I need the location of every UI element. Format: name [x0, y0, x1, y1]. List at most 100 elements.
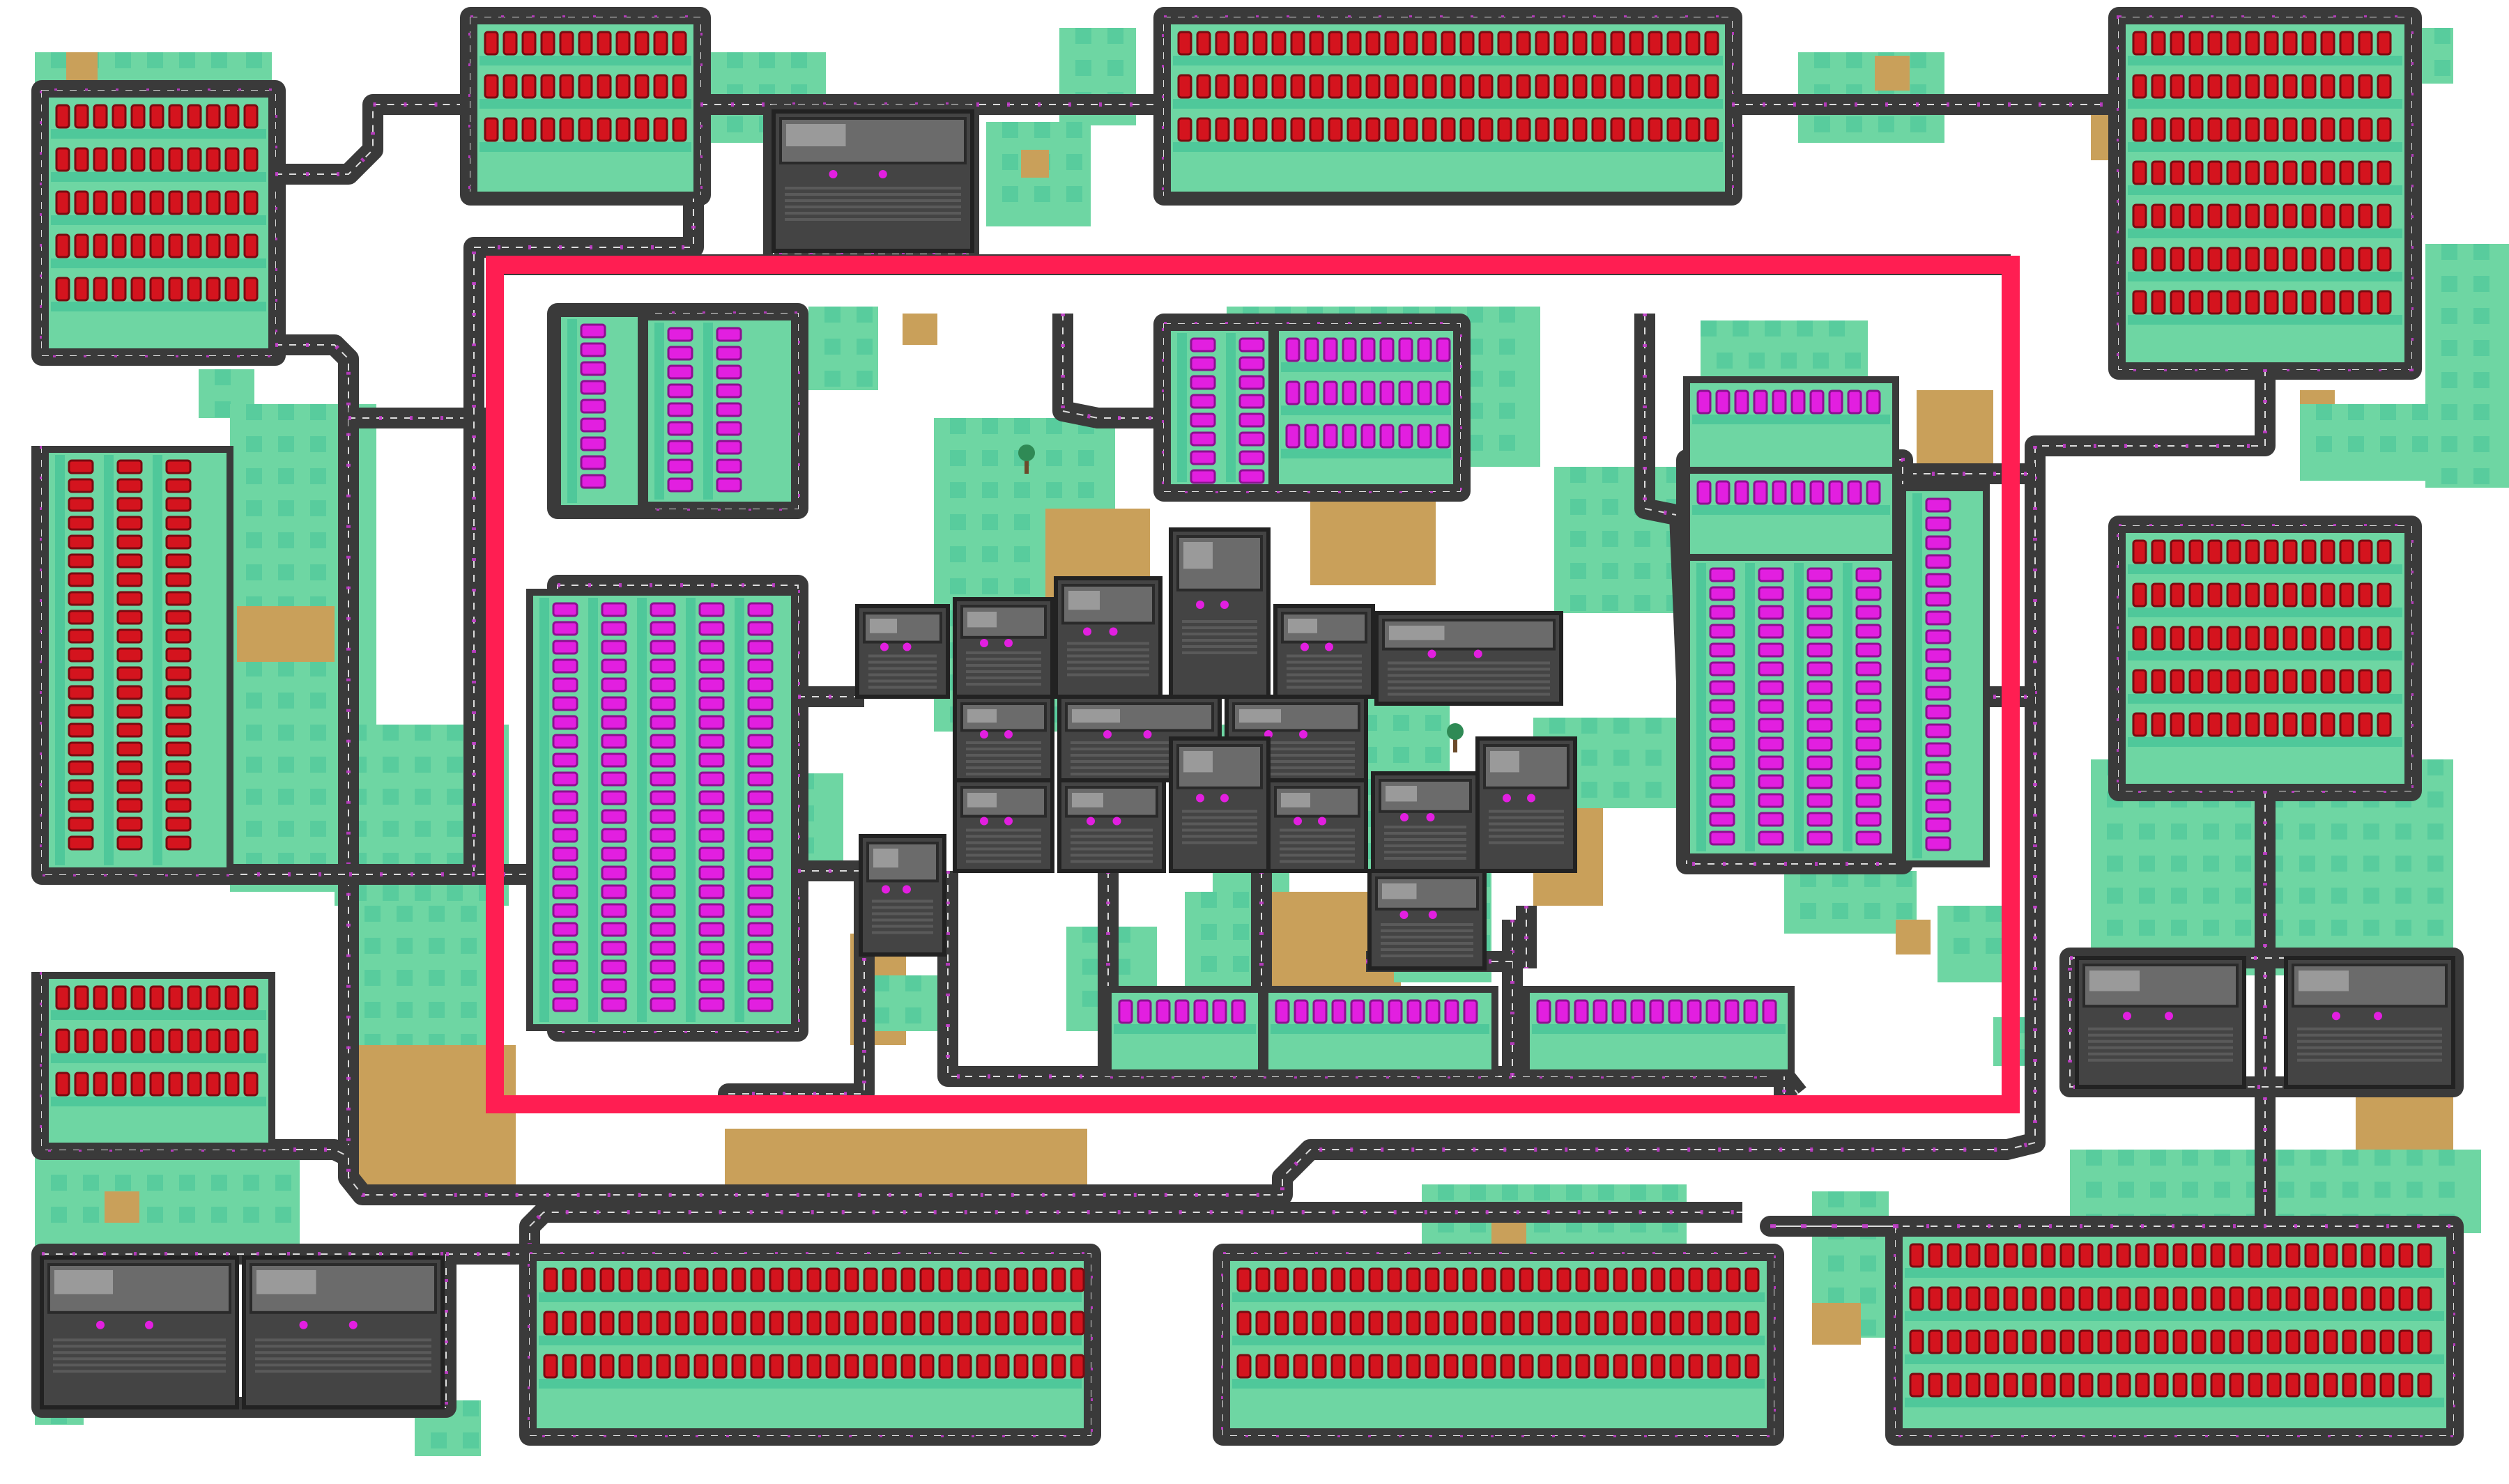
magenta-crop-icon	[1759, 719, 1783, 732]
red-crop-field[interactable]	[2122, 530, 2408, 787]
magenta-crop-field[interactable]	[1108, 989, 1261, 1073]
magenta-crop-field[interactable]	[1687, 380, 1896, 470]
red-crop-icon	[169, 148, 182, 171]
magenta-crop-icon	[700, 697, 723, 710]
grass-tile	[1645, 750, 1662, 766]
magenta-crop-icon	[1138, 1000, 1151, 1023]
red-crop-icon	[620, 1312, 632, 1334]
grass-tile	[1864, 903, 1880, 919]
red-crop-field[interactable]	[474, 21, 697, 195]
magenta-crop-field[interactable]	[558, 314, 641, 509]
factory-machine-icon[interactable]	[1478, 739, 1575, 871]
red-crop-icon	[1687, 118, 1699, 141]
magenta-crop-field[interactable]	[1526, 989, 1791, 1073]
magenta-crop-icon	[553, 773, 577, 785]
grass-tile	[873, 975, 889, 991]
factory-machine-icon[interactable]	[1056, 578, 1160, 697]
red-crop-icon	[1630, 118, 1643, 141]
grass-tile	[1066, 154, 1082, 170]
red-crop-icon	[2152, 713, 2165, 736]
magenta-crop-field[interactable]	[1265, 989, 1495, 1073]
grass-tile	[211, 52, 227, 68]
factory-machine-icon[interactable]	[1171, 739, 1268, 871]
factory-machine-icon[interactable]	[1369, 871, 1484, 968]
factory-machine-icon[interactable]	[42, 1258, 237, 1407]
magenta-crop-icon	[749, 980, 772, 992]
magenta-crop-field[interactable]	[530, 592, 795, 1028]
grass-tile	[246, 468, 262, 484]
grass-tile	[2150, 1150, 2166, 1166]
factory-machine-icon[interactable]	[1376, 613, 1561, 704]
factory-machine-icon[interactable]	[1373, 773, 1478, 871]
magenta-crop-field[interactable]	[1167, 327, 1272, 488]
magenta-crop-icon	[651, 829, 675, 842]
factory-machine-icon[interactable]	[1171, 530, 1268, 697]
factory-machine-icon[interactable]	[1059, 780, 1164, 871]
red-crop-icon	[2287, 1374, 2299, 1396]
magenta-crop-icon	[651, 791, 675, 804]
red-crop-icon	[207, 1073, 220, 1095]
factory-machine-icon[interactable]	[857, 606, 948, 697]
red-crop-icon	[2117, 1244, 2130, 1267]
red-crop-field[interactable]	[45, 975, 272, 1146]
magenta-crop-field[interactable]	[1275, 327, 1457, 488]
factory-machine-icon[interactable]	[2077, 958, 2244, 1087]
grass-tile	[2473, 308, 2489, 324]
grass-tile	[2473, 340, 2489, 356]
magenta-crop-icon	[651, 848, 675, 860]
red-crop-field[interactable]	[1167, 21, 1728, 195]
factory-machine-icon[interactable]	[1275, 606, 1373, 697]
magenta-crop-icon	[1710, 719, 1734, 732]
red-crop-field[interactable]	[45, 449, 230, 871]
factory-machine-icon[interactable]	[1268, 780, 1366, 871]
field-row-strip	[1114, 1024, 1256, 1034]
red-crop-field[interactable]	[533, 1258, 1087, 1432]
red-crop-icon	[2133, 75, 2146, 98]
magenta-crop-icon	[651, 810, 675, 823]
factory-machine-icon[interactable]	[244, 1258, 443, 1407]
red-crop-field[interactable]	[1227, 1258, 1770, 1432]
red-crop-icon	[1351, 1355, 1363, 1377]
red-crop-icon	[2171, 75, 2184, 98]
red-crop-icon	[1501, 1355, 1514, 1377]
grass-tile	[83, 1175, 99, 1191]
red-crop-icon	[1369, 1355, 1382, 1377]
factory-machine-icon[interactable]	[955, 697, 1052, 780]
grass-tile	[278, 500, 294, 516]
red-crop-icon	[2174, 1288, 2186, 1310]
factory-machine-icon[interactable]	[861, 836, 944, 954]
magenta-crop-field[interactable]	[645, 317, 795, 505]
red-crop-icon	[1536, 118, 1549, 141]
machine-vent	[1389, 626, 1445, 640]
factory-machine-icon[interactable]	[955, 780, 1052, 871]
magenta-crop-field[interactable]	[1903, 488, 1986, 864]
red-crop-field[interactable]	[2122, 21, 2408, 366]
red-crop-icon	[2340, 627, 2353, 649]
magenta-crop-icon	[668, 328, 692, 341]
red-crop-icon	[2227, 627, 2240, 649]
red-crop-icon	[1910, 1288, 1923, 1310]
magenta-crop-icon	[602, 773, 626, 785]
red-crop-icon	[1555, 32, 1567, 54]
grass-tile	[246, 436, 262, 452]
factory-machine-icon[interactable]	[2286, 958, 2453, 1087]
red-crop-field[interactable]	[45, 94, 272, 352]
factory-machine-icon[interactable]	[774, 111, 972, 251]
terrain-patch	[1310, 488, 1436, 585]
magenta-crop-field[interactable]	[1687, 470, 1896, 561]
red-crop-icon	[2152, 162, 2165, 184]
magenta-crop-icon	[1437, 339, 1450, 361]
magenta-crop-icon	[668, 479, 692, 491]
magenta-crop-icon	[749, 716, 772, 729]
red-crop-icon	[544, 1269, 557, 1291]
red-crop-field[interactable]	[1899, 1233, 2450, 1432]
magenta-crop-field[interactable]	[1687, 557, 1896, 857]
red-crop-icon	[2265, 584, 2278, 606]
red-crop-icon	[2324, 1374, 2337, 1396]
grass-tile	[1878, 116, 1894, 132]
red-crop-icon	[1257, 1269, 1269, 1291]
red-crop-icon	[1291, 75, 1304, 98]
factory-machine-icon[interactable]	[955, 599, 1052, 697]
magenta-crop-icon	[749, 791, 772, 804]
